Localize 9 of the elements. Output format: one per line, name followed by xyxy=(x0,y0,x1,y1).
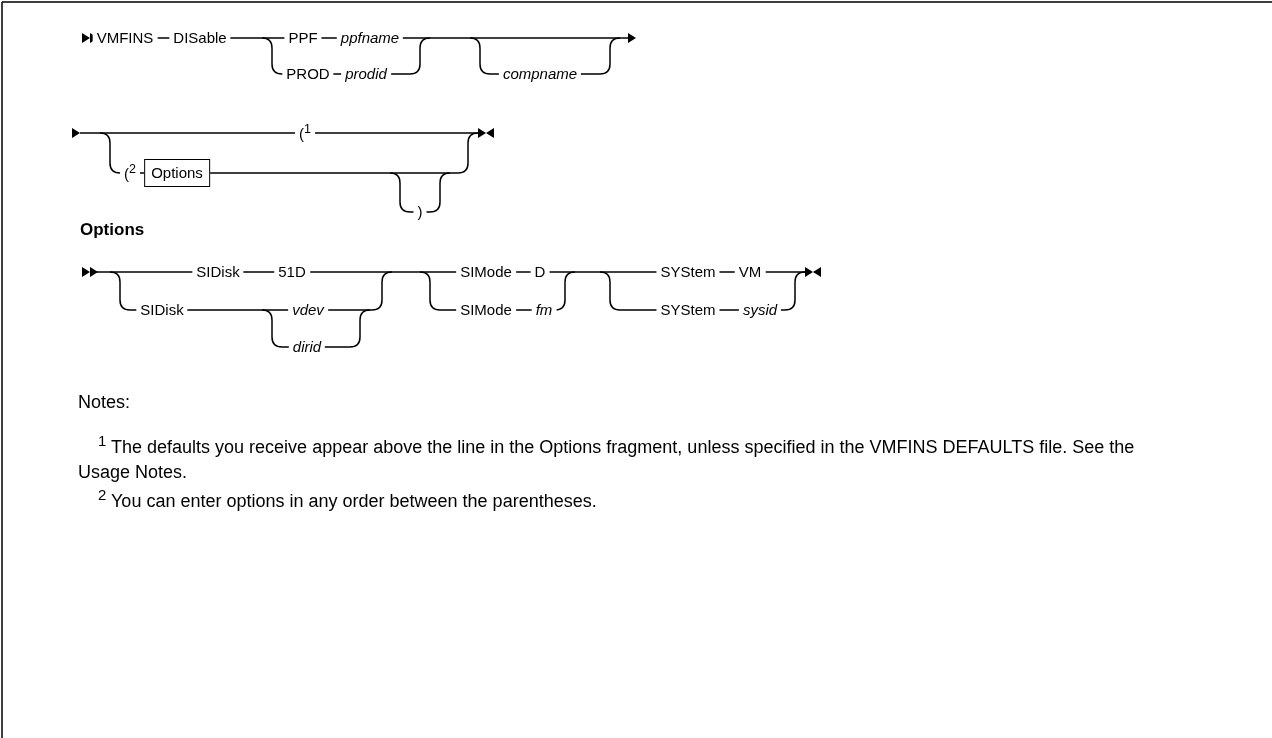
footnote-text: $^{2}$ You can enter options in any order between the parentheses. xyxy=(97,485,598,513)
notes-heading: Notes: xyxy=(78,392,131,413)
parenthesis: ) xyxy=(413,203,427,221)
variable: sysid xyxy=(738,301,782,319)
fragment-reference-box: Options xyxy=(144,159,210,187)
fragment-heading: Options xyxy=(80,220,145,240)
variable: prodid xyxy=(341,65,391,83)
footnote-text: $^{1}$ The defaults you receive appear above the line in the Options fragment, unless specified in the VMFINS DEFAULTS file. See the Usage Notes. xyxy=(78,431,1136,484)
variable: ppfname xyxy=(336,29,404,47)
